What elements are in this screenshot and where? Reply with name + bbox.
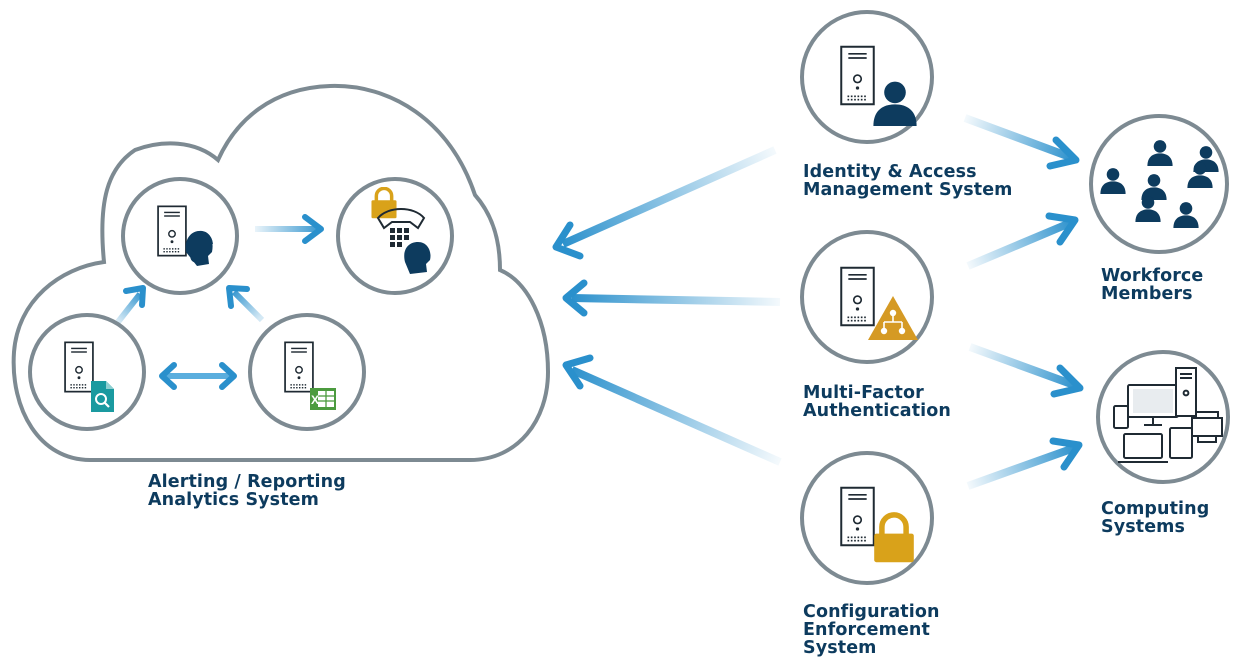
computing-label: Computing Systems: [1101, 500, 1209, 536]
arrow-logsearch-to-monitor: [115, 285, 146, 324]
analytics-system-label: Alerting / Reporting Analytics System: [148, 473, 346, 509]
iam-node: [800, 10, 934, 144]
locked-phone-keypad-icon: [370, 187, 431, 274]
arrow-config-to-computing: [966, 437, 1083, 490]
config-label: Configuration Enforcement System: [803, 603, 940, 657]
computing-label-line2: Systems: [1101, 517, 1186, 537]
workforce-label-line1: Workforce: [1101, 266, 1204, 286]
cloud-outline: [11, 83, 551, 462]
computing-node: [1096, 350, 1230, 484]
workforce-label: Workforce Members: [1101, 267, 1203, 303]
config-node: [800, 451, 934, 585]
arrow-mfa-to-computing: [968, 343, 1084, 398]
arrow-logsearch-spreadsheet-bidirectional: [159, 362, 237, 390]
iam-label: Identity & Access Management System: [803, 163, 1013, 199]
arrow-mfa-to-cloud: [562, 279, 781, 317]
svg-text:X: X: [311, 393, 319, 407]
arrow-monitor-to-incident: [255, 214, 324, 244]
incident-node: [336, 177, 454, 295]
spreadsheet-node: X: [248, 313, 366, 431]
arrow-spreadsheet-to-monitor: [226, 285, 265, 323]
mfa-label-line2: Authentication: [803, 401, 951, 421]
arrow-iam-to-cloud: [552, 146, 777, 260]
mfa-node: [800, 230, 934, 364]
monitoring-node: [121, 177, 239, 295]
arrow-config-to-cloud: [562, 354, 782, 466]
log-search-node: [28, 313, 146, 431]
spreadsheet-icon: X: [310, 388, 336, 410]
workforce-label-line2: Members: [1101, 284, 1193, 304]
document-search-icon: [91, 381, 114, 412]
workforce-node: [1089, 114, 1229, 254]
config-label-line1: Configuration: [803, 602, 940, 622]
mfa-label-line1: Multi-Factor: [803, 383, 924, 403]
headset-agent-icon: [185, 230, 213, 266]
config-label-line2: Enforcement: [803, 620, 930, 640]
computing-label-line1: Computing: [1101, 499, 1210, 519]
devices-icon: [1113, 367, 1223, 463]
analytics-label-line1: Alerting / Reporting: [148, 472, 346, 492]
arrow-iam-to-workforce: [963, 114, 1080, 170]
iam-label-line2: Management System: [803, 180, 1013, 200]
iam-label-line1: Identity & Access: [803, 162, 977, 182]
analytics-label-line2: Analytics System: [148, 490, 319, 510]
warning-network-icon: [868, 296, 918, 340]
arrow-mfa-to-workforce: [966, 212, 1079, 270]
config-label-line3: System: [803, 638, 877, 658]
mfa-label: Multi-Factor Authentication: [803, 384, 951, 420]
